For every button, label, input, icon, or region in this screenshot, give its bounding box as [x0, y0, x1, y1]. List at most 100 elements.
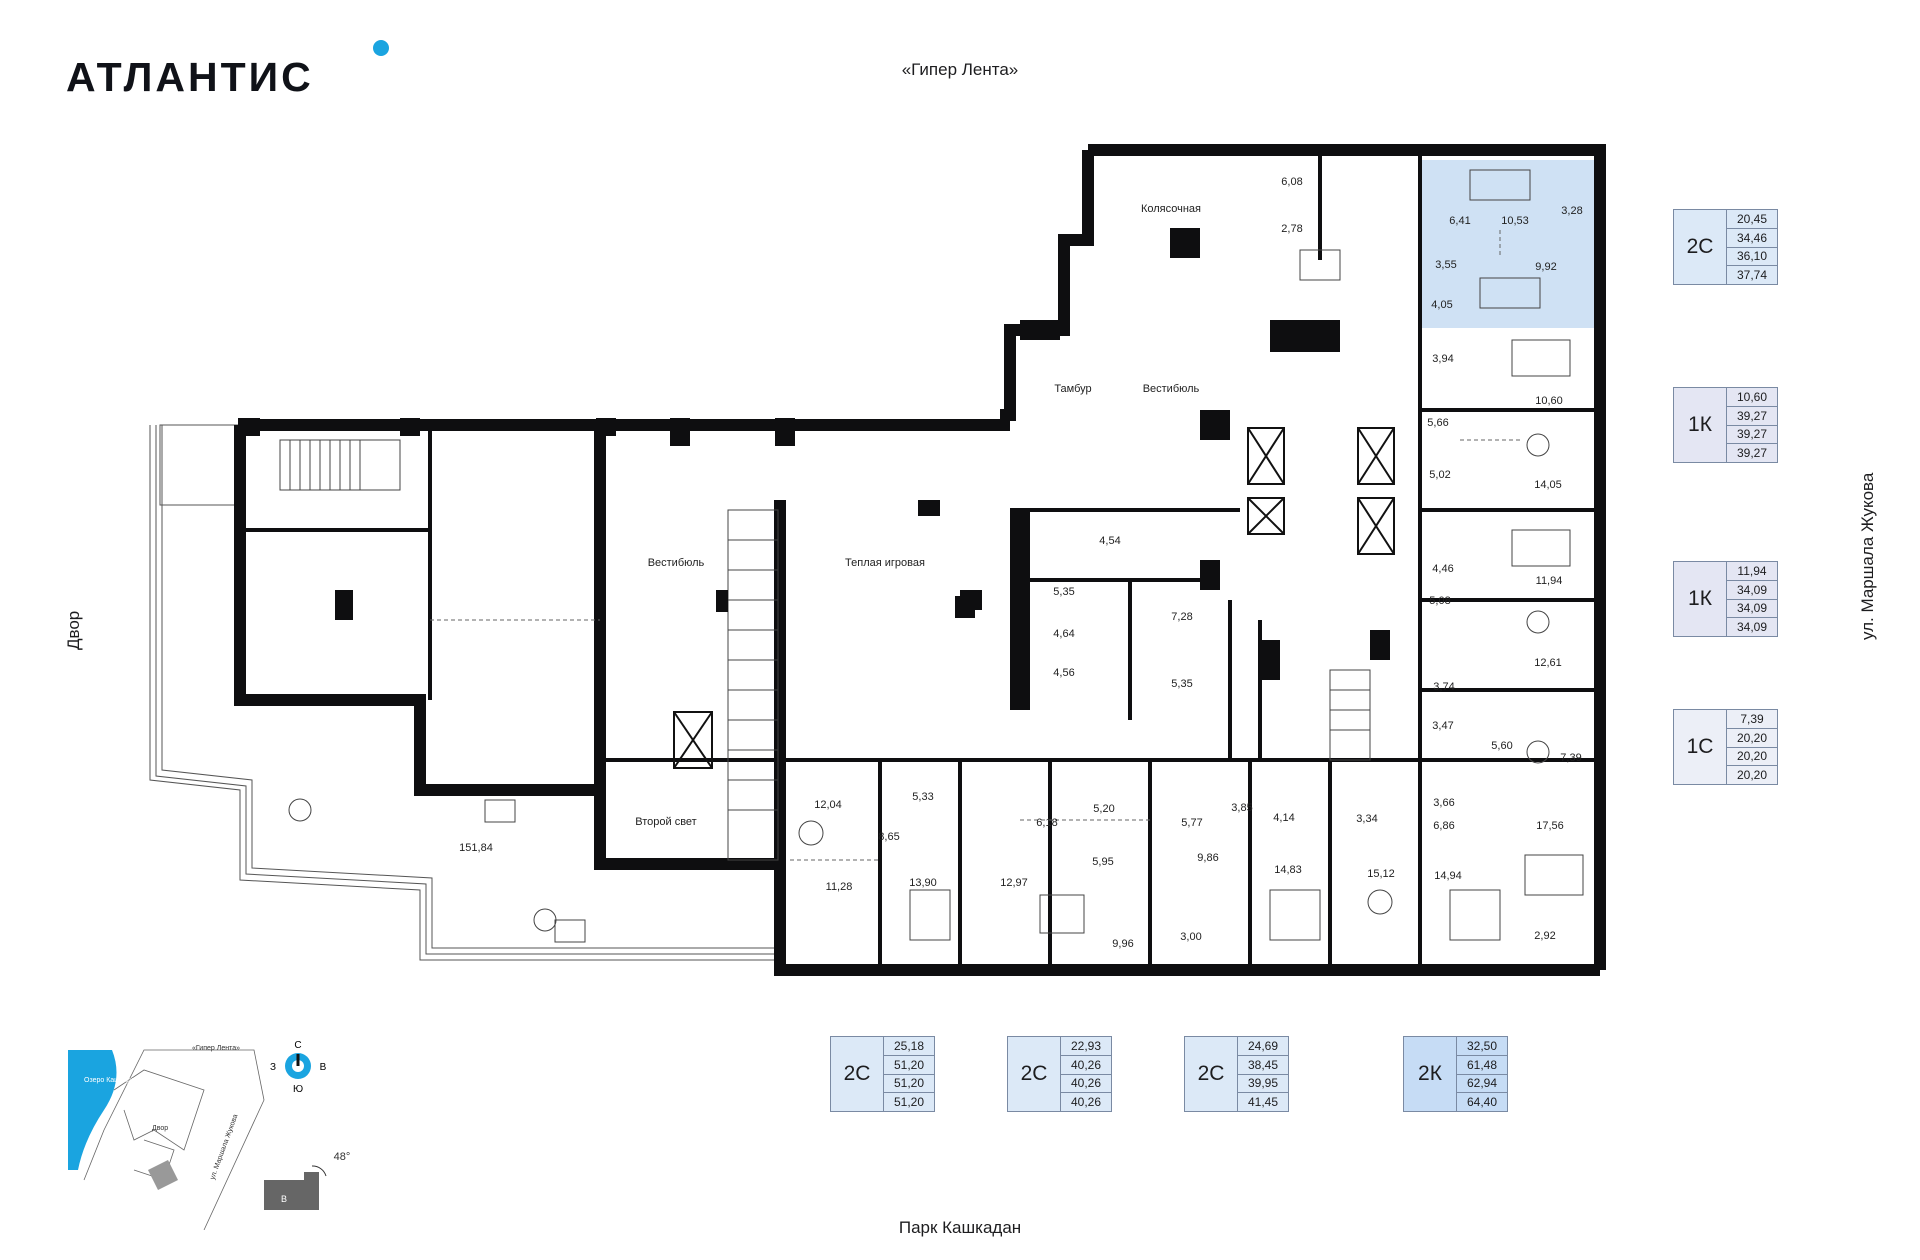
section-label: В [281, 1194, 287, 1204]
apartment-type: 2С [831, 1037, 884, 1111]
area-label: 5,35 [1053, 586, 1074, 598]
area-label: 13,90 [909, 877, 937, 889]
area-label: 3,94 [1432, 353, 1453, 365]
card-value: 40,26 [1070, 1095, 1102, 1110]
area-label: 3,00 [1180, 931, 1201, 943]
elevator-shafts [673, 427, 1395, 769]
area-label: 5,66 [1427, 417, 1448, 429]
area-label: 5,02 [1429, 469, 1450, 481]
area-label: 5,60 [1491, 740, 1512, 752]
card-value: 20,20 [1727, 748, 1777, 767]
card-value: 41,45 [1247, 1095, 1279, 1110]
inner-walls [240, 150, 1600, 970]
card-value: 20,20 [1727, 729, 1777, 748]
card-value: 38,45 [1238, 1056, 1288, 1075]
area-label: 3,74 [1433, 681, 1454, 693]
card-value: 36,10 [1727, 248, 1777, 267]
card-value: 37,74 [1736, 268, 1768, 283]
area-label: 11,94 [1536, 575, 1563, 587]
area-label: 11,28 [826, 881, 853, 893]
area-label: 5,20 [1093, 803, 1114, 815]
area-label: 6,41 [1449, 215, 1470, 227]
stairs [279, 249, 1371, 861]
logo-dot-icon [373, 40, 389, 56]
apartment-type: 1К [1674, 562, 1727, 636]
area-label: 151,84 [459, 842, 493, 854]
room-teplaya: Теплая игровая [845, 557, 925, 569]
apartment-type: 2С [1185, 1037, 1238, 1111]
area-label: 4,14 [1273, 812, 1294, 824]
card-value: 7,39 [1727, 710, 1777, 729]
card-value: 51,20 [884, 1056, 934, 1075]
area-label: 4,54 [1099, 535, 1120, 547]
apartment-type: 1С [1674, 710, 1727, 784]
card-value: 32,50 [1457, 1037, 1507, 1056]
apartment-card-2k[interactable]: 2К 32,50 61,48 62,94 64,40 [1403, 1036, 1508, 1112]
area-label: 12,04 [814, 799, 842, 811]
minimap-street-side: ул. Маршала Жукова [209, 1113, 239, 1180]
area-label: 14,05 [1534, 479, 1562, 491]
furniture [288, 169, 1584, 943]
apartment-card-2c-b[interactable]: 2С 22,93 40,26 40,26 40,26 [1007, 1036, 1112, 1112]
section-b-highlight [148, 1160, 178, 1190]
room-tambur: Тамбур [1054, 383, 1091, 395]
area-label: 5,33 [912, 791, 933, 803]
apartment-card-1k-b[interactable]: 1К 11,94 34,09 34,09 34,09 [1673, 561, 1778, 637]
card-value: 34,09 [1727, 600, 1777, 619]
minimap-street-top: «Гипер Лента» [192, 1045, 240, 1052]
highlighted-apartment [1420, 160, 1600, 328]
card-value: 39,27 [1736, 446, 1768, 461]
area-label: 7,28 [1171, 611, 1192, 623]
card-value: 10,60 [1727, 388, 1777, 407]
room-vestibul-top: Вестибюль [1143, 383, 1200, 395]
area-label: 4,46 [1432, 563, 1453, 575]
area-label: 5,35 [1171, 678, 1192, 690]
area-label: 3,34 [1356, 813, 1377, 825]
area-label: 5,77 [1181, 817, 1202, 829]
card-value: 61,48 [1457, 1056, 1507, 1075]
walls [234, 144, 1606, 976]
angle-label: 48° [334, 1151, 351, 1163]
card-value: 24,69 [1238, 1037, 1288, 1056]
apartment-type: 1К [1674, 388, 1727, 462]
area-label: 6,86 [1433, 820, 1454, 832]
card-value: 20,45 [1727, 210, 1777, 229]
apartment-card-2c-c[interactable]: 2С 24,69 38,45 39,95 41,45 [1184, 1036, 1289, 1112]
area-label: 17,56 [1536, 820, 1564, 832]
apartment-card-1c[interactable]: 1С 7,39 20,20 20,20 20,20 [1673, 709, 1778, 785]
area-label: 4,05 [1431, 299, 1452, 311]
compass-s: Ю [293, 1084, 303, 1095]
apartment-type: 2К [1404, 1037, 1457, 1111]
area-label: 9,86 [1197, 852, 1218, 864]
compass-e: В [320, 1062, 327, 1073]
card-value: 64,40 [1466, 1095, 1498, 1110]
area-label: 9,96 [1112, 938, 1133, 950]
card-value: 34,09 [1736, 620, 1768, 635]
card-value: 22,93 [1061, 1037, 1111, 1056]
card-value: 40,26 [1061, 1056, 1111, 1075]
card-value: 62,94 [1457, 1075, 1507, 1094]
room-kolyasochnaya: Колясочная [1141, 203, 1201, 215]
card-value: 39,27 [1727, 426, 1777, 445]
apartment-type: 2С [1674, 210, 1727, 284]
minimap-lake: Озеро Кашкадан [84, 1077, 139, 1084]
area-label: 4,56 [1053, 667, 1074, 679]
compass-n: С [294, 1040, 301, 1051]
dashed-lines [430, 230, 1520, 861]
area-label: 12,61 [1534, 657, 1562, 669]
apartment-card-1k-a[interactable]: 1К 10,60 39,27 39,27 39,27 [1673, 387, 1778, 463]
apartment-card-2c-top[interactable]: 2С 20,45 34,46 36,10 37,74 [1673, 209, 1778, 285]
area-label: 3,28 [1561, 205, 1582, 217]
area-label: 2,78 [1281, 223, 1302, 235]
area-label: 3,66 [1433, 797, 1454, 809]
area-label: 14,94 [1434, 870, 1462, 882]
area-label: 6,08 [1281, 176, 1302, 188]
card-value: 25,18 [884, 1037, 934, 1056]
card-value: 51,20 [884, 1075, 934, 1094]
card-value: 40,26 [1061, 1075, 1111, 1094]
area-label: 3,85 [1231, 802, 1252, 814]
section-plan-icon: В 48° [264, 1151, 350, 1210]
apartment-card-2c-a[interactable]: 2С 25,18 51,20 51,20 51,20 [830, 1036, 935, 1112]
brand-logo: АТЛАНТИС [66, 54, 314, 100]
